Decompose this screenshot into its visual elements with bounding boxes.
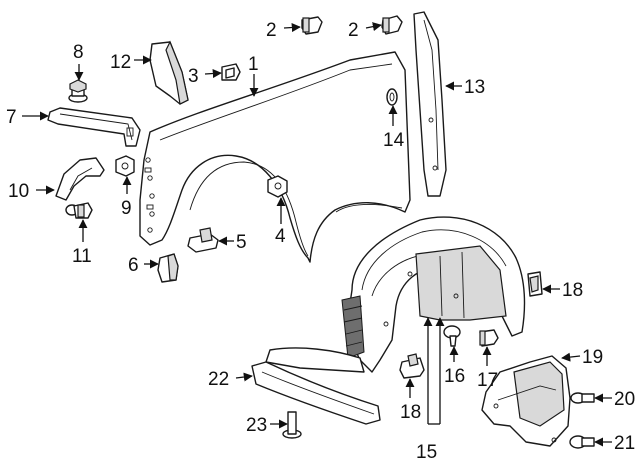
callout-23: 23 [246,415,267,436]
screw-20 [570,392,595,404]
callout-8: 8 [73,42,84,63]
callout-3: 3 [188,66,199,87]
callout-7: 7 [6,107,17,128]
callout-1: 1 [248,54,259,75]
lower-trim-22 [251,361,381,425]
callout-11: 11 [72,246,92,267]
bracket-12 [149,40,189,105]
callout-4: 4 [275,226,286,247]
grommet-14 [386,88,398,106]
leader-lines [22,22,612,447]
push-pin-2b [381,15,403,35]
callout-labels: 2 2 3 1 12 8 7 4 5 6 9 10 11 13 14 18 16… [6,20,635,463]
bracket-10 [55,157,105,201]
clip-5 [187,227,219,253]
callout-16: 16 [444,366,465,387]
nut-9 [115,155,135,177]
callout-5: 5 [236,232,247,253]
callout-9: 9 [121,198,132,219]
bracket-6 [157,253,179,283]
screw-3 [221,63,241,81]
callout-10: 10 [8,181,29,202]
callout-17: 17 [477,370,498,391]
fender-panel [139,51,411,263]
callout-18a: 18 [562,280,583,301]
callout-22: 22 [208,369,229,390]
screw-21 [569,435,595,449]
callout-2a: 2 [266,20,277,41]
splash-shield-19 [481,355,571,447]
callout-19: 19 [582,347,603,368]
push-pin-17 [479,329,499,347]
nut-4 [267,175,288,198]
wheelhouse-liner-15 [265,216,526,373]
callout-6: 6 [128,255,139,276]
push-pin-16 [443,325,461,347]
callout-20: 20 [614,389,635,410]
callout-12: 12 [110,52,131,73]
upright-strip-13 [413,11,447,197]
callout-21: 21 [614,433,635,454]
clip-18a [527,271,543,297]
fender-flange-holes [144,157,155,233]
callout-14: 14 [383,130,405,151]
callout-2b: 2 [348,20,359,41]
push-pin-2a [301,16,323,35]
bolt-8 [68,79,88,103]
clip-18b [399,353,425,379]
rail-bracket-7 [47,107,141,147]
callout-18b: 18 [400,402,421,423]
bolt-23 [282,411,302,439]
bolt-11 [65,202,93,219]
callout-13: 13 [464,77,485,98]
callout-15: 15 [416,442,437,463]
